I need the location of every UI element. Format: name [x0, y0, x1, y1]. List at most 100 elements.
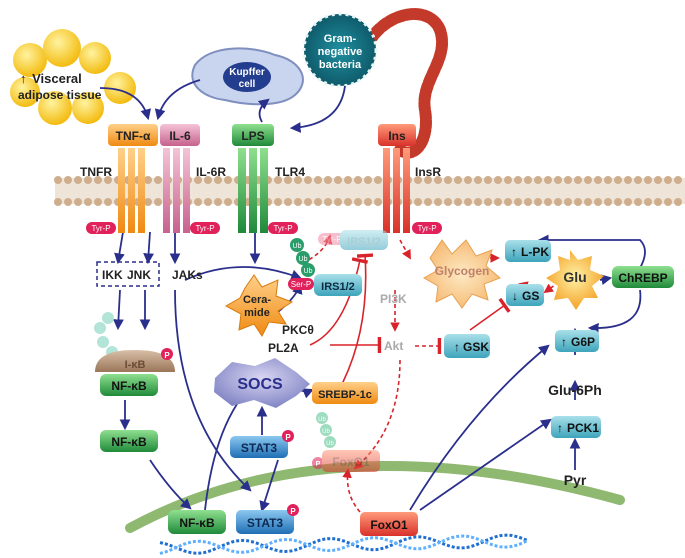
ligand-ins: Ins: [378, 124, 416, 146]
bacteria-label-1: Gram-: [324, 33, 357, 45]
tnfr-label: TNFR: [80, 165, 112, 179]
nfkb-label-bound: NF-κB: [111, 379, 147, 393]
up-arrow-icon: ↑: [557, 421, 563, 435]
lipid-head: [564, 176, 572, 184]
lipid-head: [424, 198, 432, 206]
lipid-head: [454, 198, 462, 206]
socs-label: SOCS: [237, 376, 283, 393]
ligand-tnf-alpha: TNF-α: [108, 124, 158, 146]
lipid-head: [674, 176, 682, 184]
cell-membrane: [54, 176, 685, 206]
srebp-1c-node: SREBP-1c: [312, 382, 378, 404]
lipid-head: [604, 176, 612, 184]
lipid-head: [534, 198, 542, 206]
lipid-head: [154, 176, 162, 184]
svg-text:GS: GS: [522, 289, 539, 303]
il6r-receptor: IL-6R: [163, 148, 226, 233]
lipid-head: [494, 176, 502, 184]
lipid-head: [274, 198, 282, 206]
lipid-head: [344, 176, 352, 184]
lipid-head: [524, 198, 532, 206]
svg-text:Tyr-P: Tyr-P: [417, 224, 436, 233]
lipid-head: [334, 176, 342, 184]
lipid-head: [574, 176, 582, 184]
lipid-head: [74, 198, 82, 206]
lipid-head: [474, 198, 482, 206]
nfkb-free: NF-κB: [100, 430, 158, 452]
lipid-head: [94, 198, 102, 206]
lipid-head: [484, 198, 492, 206]
insr-receptor: InsR: [383, 148, 441, 233]
lipid-head: [614, 198, 622, 206]
irs-ubiquitinated: Ub Ub Ub Ser-P IRS1/2: [288, 238, 362, 296]
gs-node: ↓ GS: [506, 284, 544, 306]
lipid-head: [494, 198, 502, 206]
svg-text:P: P: [164, 351, 170, 360]
svg-text:Ub: Ub: [322, 429, 330, 435]
lipid-head: [504, 198, 512, 206]
gut: [364, 8, 448, 159]
tyr-p-tags: Tyr-P Tyr-P Tyr-P Tyr-P: [86, 222, 442, 234]
insr-label: InsR: [415, 165, 441, 179]
lipid-head: [504, 176, 512, 184]
lipid-head: [454, 176, 462, 184]
up-arrow-icon: ↑: [20, 71, 27, 86]
lipid-head: [324, 176, 332, 184]
lipid-head: [294, 198, 302, 206]
svg-text:L-PK: L-PK: [521, 245, 549, 259]
kupffer-cell: Kupffer cell: [191, 47, 304, 106]
foxo1-nuclear: FoxO1: [360, 512, 418, 536]
g6p-node: ↑ G6P: [555, 330, 599, 352]
lipid-head: [644, 198, 652, 206]
lipid-head: [594, 198, 602, 206]
lipid-head: [374, 176, 382, 184]
lipid-head: [224, 198, 232, 206]
bacteria-label-2: negative: [318, 46, 363, 58]
lipid-head: [374, 198, 382, 206]
lipid-head: [634, 176, 642, 184]
glycogen-cluster: Glycogen: [422, 239, 501, 309]
lipid-head: [664, 198, 672, 206]
ligand-lps: LPS: [232, 124, 274, 146]
irs12-label: IRS1/2: [321, 281, 355, 293]
lipid-head: [214, 176, 222, 184]
up-arrow-icon: ↑: [511, 245, 517, 259]
kupffer-label-2: cell: [239, 79, 256, 90]
lipid-head: [464, 198, 472, 206]
lipid-head: [624, 198, 632, 206]
svg-text:Ub: Ub: [304, 268, 313, 275]
svg-text:↑ Visceral: ↑ Visceral: [20, 71, 82, 86]
svg-text:IL-6: IL-6: [169, 129, 191, 143]
down-arrow-icon: ↓: [512, 289, 518, 303]
svg-text:Tyr-P: Tyr-P: [273, 224, 292, 233]
lipid-head: [204, 176, 212, 184]
up-arrow-icon: ↑: [561, 335, 567, 349]
lipid-head: [444, 198, 452, 206]
svg-text:mide: mide: [244, 307, 270, 319]
svg-text:LPS: LPS: [241, 129, 264, 143]
svg-text:P: P: [290, 507, 296, 516]
lipid-head: [554, 176, 562, 184]
gram-negative-bacteria: Gram- negative bacteria: [302, 12, 378, 88]
lipid-head: [294, 176, 302, 184]
lipid-head: [574, 198, 582, 206]
lipid-head: [54, 176, 62, 184]
stat3-cytoplasmic: STAT3 P: [230, 430, 294, 458]
svg-text:IRS1/2: IRS1/2: [347, 236, 381, 248]
lipid-head: [204, 198, 212, 206]
lipid-head: [434, 198, 442, 206]
svg-text:Ub: Ub: [293, 243, 302, 250]
lipid-head: [324, 198, 332, 206]
dna-strand: [159, 533, 529, 555]
svg-text:ChREBP: ChREBP: [618, 271, 667, 285]
svg-text:SREBP-1c: SREBP-1c: [318, 389, 372, 401]
dna-helix: [159, 533, 529, 555]
lipid-head: [354, 176, 362, 184]
lipid-head: [334, 198, 342, 206]
svg-text:STAT3: STAT3: [241, 441, 278, 455]
foxo1-faded: Ub Ub Ub P FoxO1: [312, 412, 380, 472]
svg-text:TNF-α: TNF-α: [116, 129, 151, 143]
visceral-adipose-tissue: ↑ Visceral adipose tissue: [10, 29, 136, 125]
glu-6ph-label: Glu-6Ph: [548, 382, 602, 398]
lipid-head: [314, 176, 322, 184]
